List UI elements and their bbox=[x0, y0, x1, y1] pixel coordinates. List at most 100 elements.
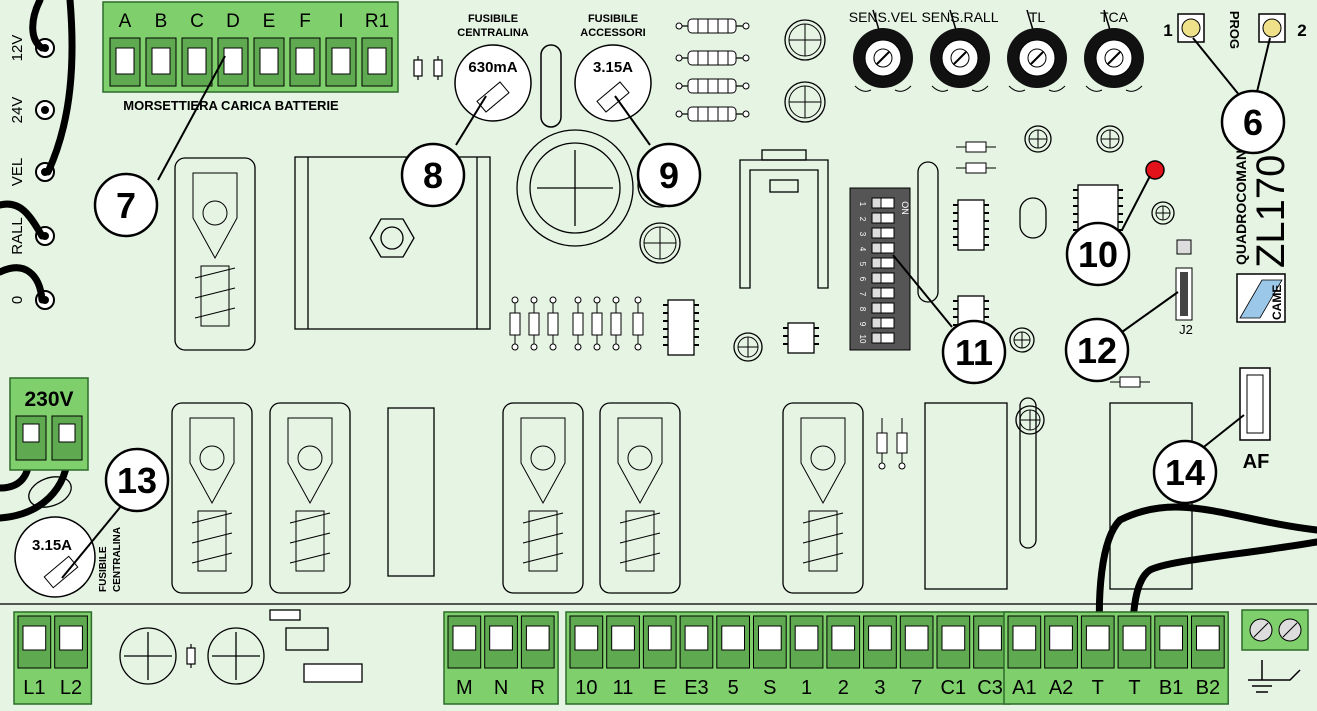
relay bbox=[174, 157, 256, 351]
battery-terminal-label: A bbox=[119, 11, 132, 32]
model-label: ZL170 bbox=[1249, 155, 1293, 268]
dip-number: 2 bbox=[858, 217, 867, 222]
fuse-central-top: 630mA FUSIBILE CENTRALINA bbox=[454, 13, 532, 122]
fuse-central-top-label1: FUSIBILE bbox=[468, 13, 518, 25]
bottom-terminal-label: M bbox=[456, 677, 473, 699]
fuse-central-top-label2: CENTRALINA bbox=[457, 27, 529, 39]
callout-badge bbox=[104, 447, 170, 513]
left-terminal-label: VEL bbox=[9, 158, 26, 186]
bottom-resistor bbox=[186, 643, 196, 669]
bottom-terminal-label: C1 bbox=[941, 677, 967, 699]
bottom-terminal-label: 11 bbox=[613, 677, 634, 699]
dip-number: 10 bbox=[858, 335, 867, 344]
prog-label: PROG bbox=[1227, 11, 1242, 49]
dip-number: 1 bbox=[858, 202, 867, 207]
output-terminal-block bbox=[1003, 611, 1229, 705]
callout-number: 13 bbox=[117, 460, 157, 501]
battery-terminal-label: C bbox=[190, 11, 204, 32]
callout-badge bbox=[1064, 317, 1130, 383]
bottom-terminal-label: 3 bbox=[874, 677, 885, 699]
bottom-terminal-label: B1 bbox=[1159, 677, 1183, 699]
bottom-terminal-label: N bbox=[494, 677, 508, 699]
prog-buttons: 1 2 PROG bbox=[1163, 11, 1307, 97]
fuse-central-top-value: 630mA bbox=[468, 59, 517, 76]
battery-block-label: MORSETTIERA CARICA BATTERIE bbox=[123, 98, 339, 113]
callout-badge bbox=[1220, 89, 1286, 155]
heatsink bbox=[294, 156, 491, 330]
callout-number: 14 bbox=[1165, 452, 1205, 493]
bottom-terminal-label: C3 bbox=[977, 677, 1003, 699]
left-terminal-label: 24V bbox=[9, 97, 26, 124]
fuse-accessories: 3.15A FUSIBILE ACCESSORI bbox=[574, 13, 652, 122]
dip-number: 7 bbox=[858, 292, 867, 297]
callout-badge bbox=[1065, 221, 1131, 287]
callout-badge bbox=[941, 319, 1007, 385]
af-label: AF bbox=[1243, 451, 1270, 473]
power-block-label: 230V bbox=[24, 388, 73, 411]
fuse-central-bottom-label2: CENTRALINA bbox=[112, 527, 123, 592]
callout-number: 8 bbox=[423, 155, 443, 196]
bottom-terminal-label: B2 bbox=[1196, 677, 1220, 699]
bottom-terminal-label: R bbox=[531, 677, 545, 699]
dip-number: 8 bbox=[858, 307, 867, 312]
battery-terminal-label: B bbox=[155, 11, 168, 32]
slots bbox=[917, 161, 1047, 549]
component-holder bbox=[739, 149, 829, 289]
callout-number: 6 bbox=[1243, 102, 1263, 143]
fuse-accessories-label1: FUSIBILE bbox=[588, 13, 638, 25]
callout-badge bbox=[93, 172, 159, 238]
power-terminal-block: 230V bbox=[9, 377, 89, 471]
led-indicator bbox=[1145, 160, 1165, 180]
callout-number: 11 bbox=[955, 332, 993, 373]
diode-row bbox=[509, 296, 908, 470]
callout-number: 10 bbox=[1078, 234, 1118, 275]
battery-terminal-label: D bbox=[226, 11, 240, 32]
relays bbox=[171, 157, 864, 594]
relay bbox=[171, 402, 253, 594]
bottom-terminal-label: L2 bbox=[60, 677, 82, 699]
bottom-left-components bbox=[119, 609, 363, 685]
battery-terminal-label: F bbox=[299, 11, 311, 32]
series-label: QUADROCOMANDO bbox=[1233, 129, 1249, 265]
brand-logo-text: CAME bbox=[1270, 285, 1284, 320]
relay bbox=[502, 402, 584, 594]
callout-badge bbox=[400, 142, 466, 208]
dip-on-label: ON bbox=[900, 201, 910, 215]
dip-number: 3 bbox=[858, 232, 867, 237]
af-connector: AF bbox=[1239, 367, 1271, 473]
jumper-label: J2 bbox=[1179, 322, 1193, 337]
fuse-central-bottom: 3.15A FUSIBILE CENTRALINA bbox=[14, 476, 123, 598]
bottom-terminal-label: 10 bbox=[575, 677, 597, 699]
prog-button-1-label: 1 bbox=[1163, 21, 1172, 40]
fuse-central-bottom-value: 3.15A bbox=[32, 537, 72, 554]
fuse-accessories-label2: ACCESSORI bbox=[580, 27, 645, 39]
battery-terminal-label: R1 bbox=[365, 11, 389, 32]
left-terminal-label: 12V bbox=[9, 35, 26, 62]
dip-number: 6 bbox=[858, 277, 867, 282]
trimmer-label: TL bbox=[1029, 9, 1046, 25]
left-terminal-label: RALL bbox=[9, 217, 26, 255]
oval-slot bbox=[540, 44, 562, 128]
bottom-terminal-label: L1 bbox=[23, 677, 45, 699]
bottom-terminal-label: 2 bbox=[838, 677, 849, 699]
resistor-bank bbox=[675, 18, 1150, 388]
dip-number: 9 bbox=[858, 322, 867, 327]
bottom-terminal-label: A2 bbox=[1049, 677, 1073, 699]
prog-button-2-label: 2 bbox=[1297, 21, 1306, 40]
bottom-terminal-label: 7 bbox=[911, 677, 922, 699]
bottom-terminal-label: E3 bbox=[684, 677, 708, 699]
left-terminal-label: 0 bbox=[9, 296, 26, 304]
control-terminal-block bbox=[565, 611, 1012, 705]
battery-terminal-label: E bbox=[263, 11, 276, 32]
relay bbox=[599, 402, 681, 594]
bottom-terminal-label: E bbox=[653, 677, 666, 699]
bottom-terminal-label: T bbox=[1092, 677, 1104, 699]
capacitors bbox=[637, 19, 1175, 435]
earth-terminal bbox=[1241, 609, 1309, 693]
bottom-terminal-label: A1 bbox=[1012, 677, 1036, 699]
